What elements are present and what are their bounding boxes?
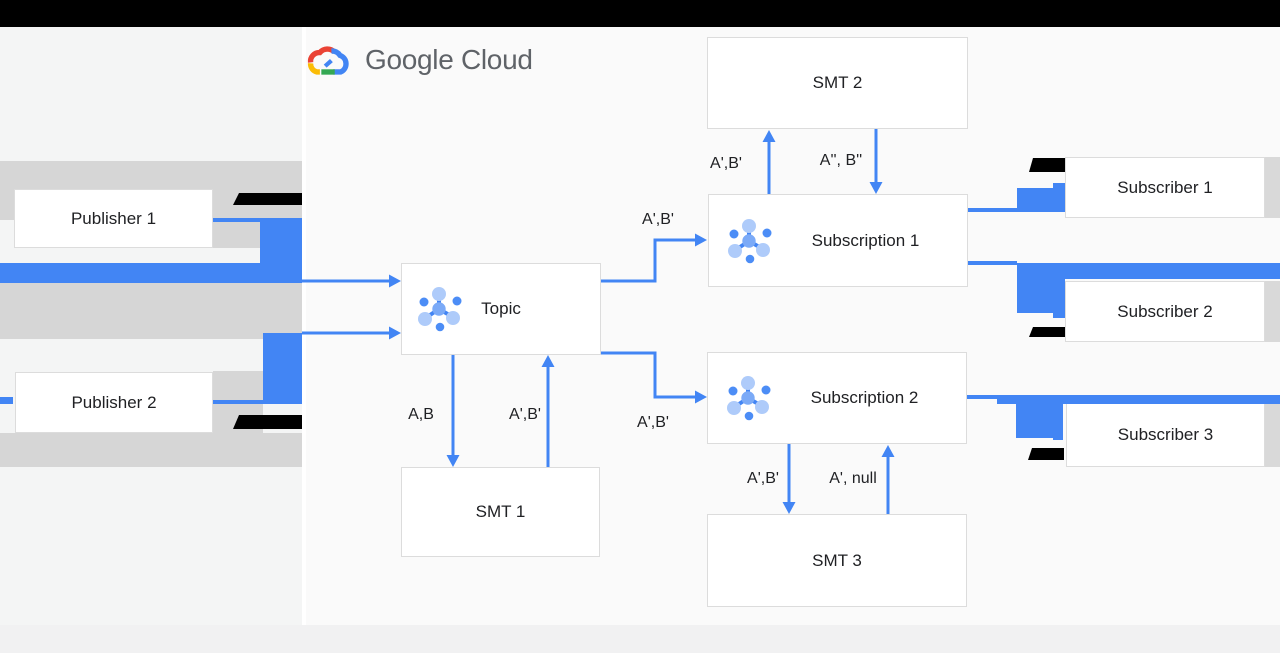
arrow-topic-to-subscription2 <box>601 351 696 399</box>
arrowhead <box>389 326 401 340</box>
gray-stripe <box>213 220 260 248</box>
arrowhead <box>881 445 895 457</box>
pubsub-topic-icon <box>724 374 772 422</box>
arrowhead <box>762 130 776 142</box>
glitch-line-subscriber1 <box>968 208 1017 212</box>
node-label: Publisher 2 <box>71 392 157 412</box>
arrow-topic-to-subscription1 <box>601 238 696 283</box>
google-cloud-logo-icon <box>307 46 349 75</box>
node-subscriber-2: Subscriber 2 <box>1065 281 1265 342</box>
arrowhead <box>541 355 555 367</box>
glitch-line-subscriber2 <box>968 261 1017 265</box>
node-publisher-1: Publisher 1 <box>14 189 213 248</box>
glitch-block-subscriber1 <box>1017 183 1065 212</box>
edge-label-topic-to-smt1: A,B <box>408 406 434 423</box>
node-label: Subscriber 2 <box>1117 301 1213 321</box>
node-smt-1: SMT 1 <box>401 467 600 557</box>
node-label: SMT 1 <box>475 502 526 521</box>
gray-stripe <box>213 371 263 433</box>
node-topic: Topic <box>401 263 601 355</box>
subscriber3-side-strip <box>1265 403 1280 467</box>
node-subscription-1: Subscription 1 <box>708 194 968 287</box>
redaction-bar-subscriber2 <box>1029 327 1065 337</box>
pubsub-topic-icon <box>725 217 773 265</box>
edge-label-smt3-to-subscription2: A', null <box>829 470 877 487</box>
node-label: SMT 2 <box>812 73 863 92</box>
node-publisher-2: Publisher 2 <box>15 372 213 433</box>
node-subscription-2: Subscription 2 <box>707 352 967 444</box>
glitch-block-subscriber3 <box>1016 397 1063 440</box>
edge-label-topic-to-subscription1: A',B' <box>642 211 674 228</box>
pubsub-topic-icon <box>415 285 463 333</box>
gray-stripe <box>0 283 302 339</box>
glitch-line-subscriber3 <box>967 395 999 399</box>
edge-label-subscription2-to-smt3: A',B' <box>747 470 779 487</box>
node-label: Topic <box>481 299 521 318</box>
arrowhead <box>389 274 401 288</box>
gray-stripe <box>0 433 302 467</box>
node-label: Subscription 2 <box>810 388 919 407</box>
logo-text: Google Cloud <box>365 44 533 75</box>
subscriber2-side-strip <box>1265 281 1280 342</box>
arrowhead <box>782 502 796 514</box>
node-subscriber-3: Subscriber 3 <box>1066 403 1265 467</box>
google-cloud-logo: Google Cloud <box>306 41 533 79</box>
node-label: Subscriber 3 <box>1117 425 1214 444</box>
node-label: Subscriber 1 <box>1117 177 1213 197</box>
arrowhead <box>869 182 883 194</box>
node-smt-2: SMT 2 <box>707 37 968 129</box>
edge-label-topic-to-subscription2: A',B' <box>637 414 669 431</box>
panel-divider <box>302 27 306 625</box>
redaction-bar-subscriber3 <box>1028 448 1064 460</box>
arrowhead <box>695 390 707 404</box>
arrowhead <box>695 233 707 247</box>
arrowhead <box>446 455 460 467</box>
edge-label-smt2-to-subscription1: A'', B'' <box>819 152 863 169</box>
node-subscriber-1: Subscriber 1 <box>1065 157 1265 218</box>
subscriber1-side-strip <box>1265 157 1280 218</box>
redaction-bar-subscriber1 <box>1029 158 1065 172</box>
edge-label-smt1-to-topic: A',B' <box>509 406 541 423</box>
edge-label-subscription1-to-smt2: A',B' <box>710 155 742 172</box>
node-label: SMT 3 <box>812 550 862 570</box>
footer-band <box>0 625 1280 653</box>
glitch-bar-subscriber2 <box>1065 263 1280 279</box>
glitch-block-subscriber2 <box>1017 263 1065 318</box>
node-label: Publisher 1 <box>70 208 157 228</box>
node-smt-3: SMT 3 <box>707 514 967 607</box>
top-black-bar <box>0 0 1280 27</box>
node-label: Subscription 1 <box>811 230 920 250</box>
